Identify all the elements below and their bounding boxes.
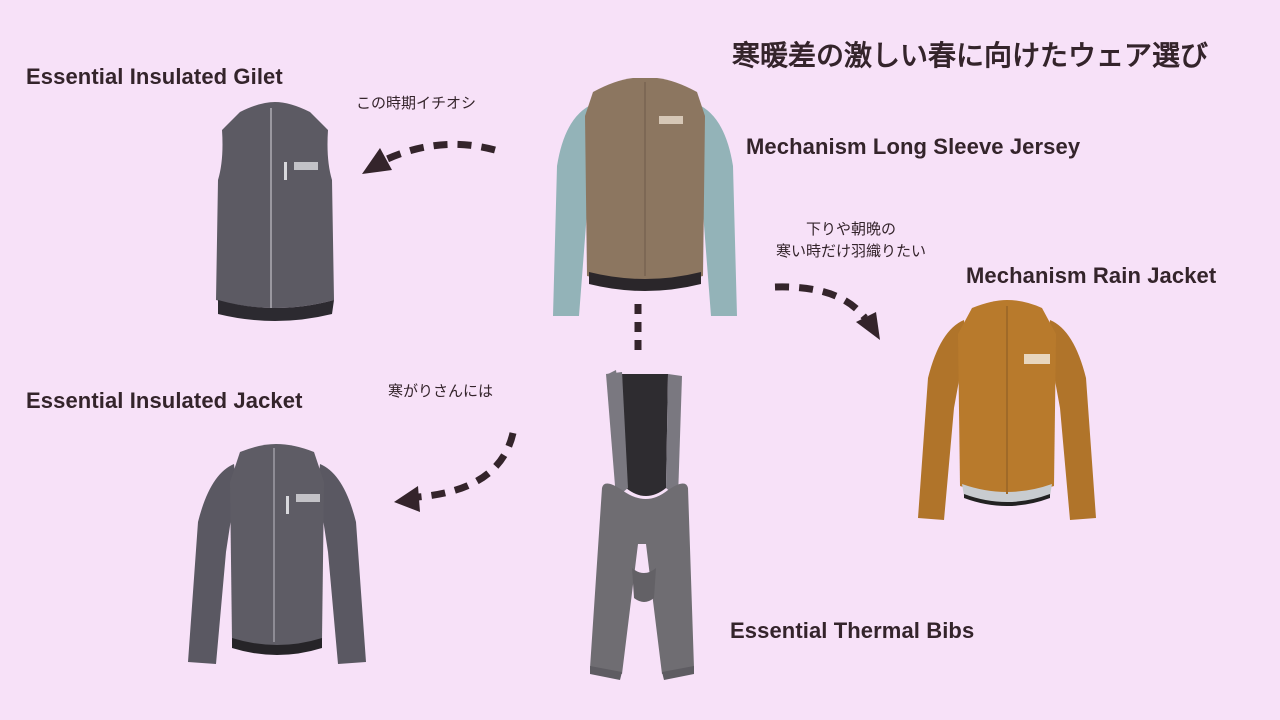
insulated-jacket-label: Essential Insulated Jacket	[26, 388, 303, 413]
cold-note: 寒がりさんには	[388, 382, 494, 400]
rain-jacket-image	[918, 300, 1096, 520]
gilet-label: Essential Insulated Gilet	[26, 64, 283, 89]
rain-note-line1: 下りや朝晩の	[805, 220, 896, 238]
insulated-jacket-image	[188, 444, 366, 664]
thermal-bibs-image	[590, 370, 694, 680]
jersey-label: Mechanism Long Sleeve Jersey	[746, 134, 1081, 159]
page-title: 寒暖差の激しい春に向けたウェア選び	[732, 39, 1209, 72]
long-sleeve-jersey-image	[553, 78, 737, 316]
bibs-label: Essential Thermal Bibs	[730, 618, 975, 643]
rain-jacket-label: Mechanism Rain Jacket	[966, 263, 1217, 288]
gilet-note: この時期イチオシ	[356, 94, 477, 112]
rain-note: 下りや朝晩の 寒い時だけ羽織りたい	[756, 218, 946, 262]
rain-note-line2: 寒い時だけ羽織りたい	[775, 242, 926, 260]
insulated-gilet-image	[216, 102, 334, 321]
